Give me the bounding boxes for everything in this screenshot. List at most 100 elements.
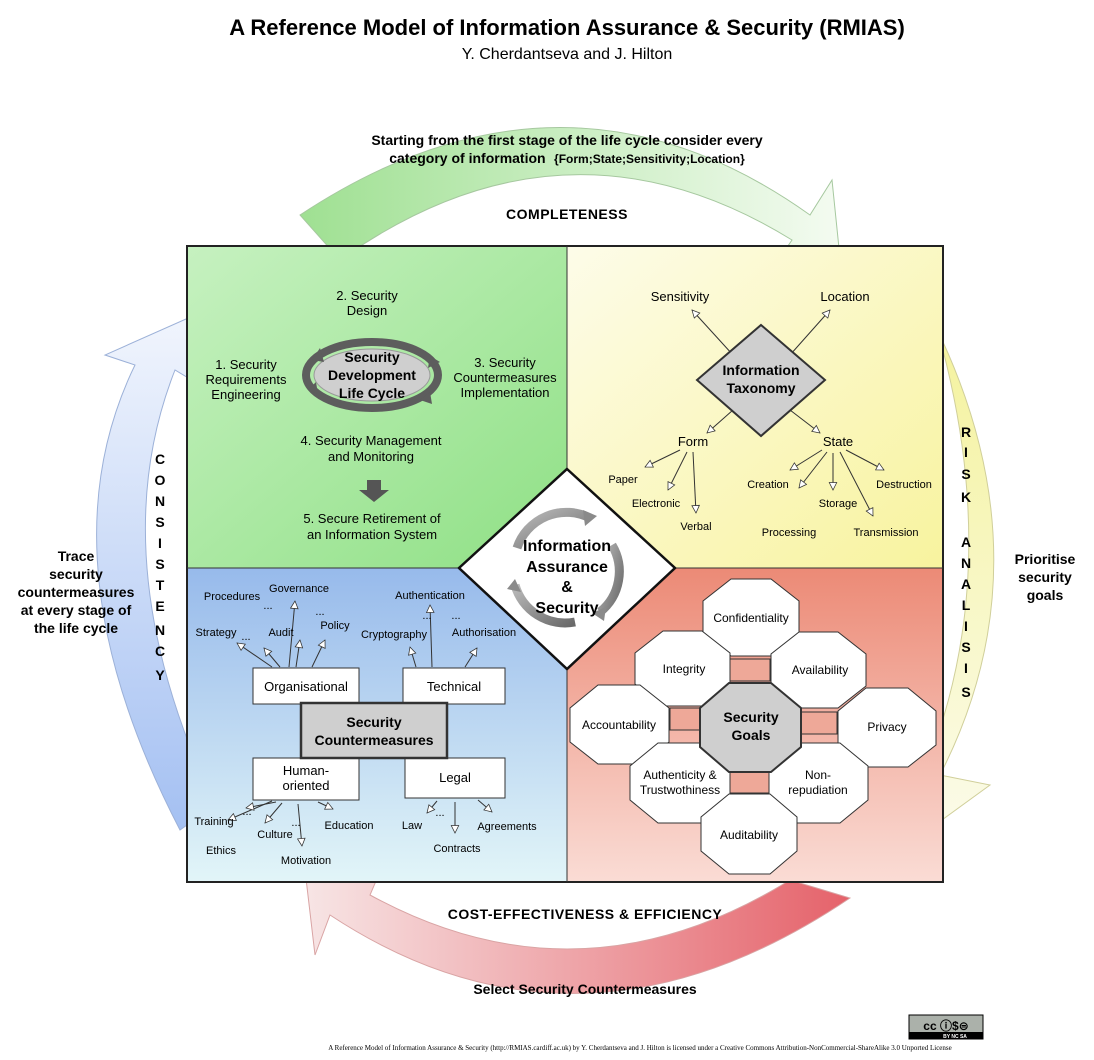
- svg-text:I: I: [158, 535, 162, 551]
- cm-policy: Policy: [320, 620, 350, 632]
- taxonomy-arrows: [645, 310, 884, 516]
- svg-text:Organisational: Organisational: [264, 679, 348, 694]
- svg-text:Requirements: Requirements: [206, 372, 287, 387]
- svg-text:N: N: [961, 555, 971, 571]
- taxonomy-state-processing: Processing: [762, 527, 816, 539]
- svg-text:Life Cycle: Life Cycle: [339, 385, 405, 401]
- goal-auditability: Auditability: [700, 793, 798, 875]
- cm-audit: Audit: [268, 627, 293, 639]
- taxonomy-state-storage: Storage: [819, 498, 858, 510]
- taxonomy-form-electronic: Electronic: [632, 498, 681, 510]
- completeness-arrow: [299, 127, 841, 273]
- cc-license-badge[interactable]: cc ⓘ$⊜ BY NC SA: [908, 1014, 984, 1040]
- completeness-caption-line1: Starting from the first stage of the lif…: [371, 132, 763, 148]
- svg-text:L: L: [962, 597, 971, 613]
- countermeasures-ellipses: ... ... ... ... ... ... ... ...: [241, 600, 460, 829]
- taxonomy-state-creation: Creation: [747, 479, 789, 491]
- svg-text:K: K: [961, 489, 971, 505]
- svg-text:1. Security: 1. Security: [215, 357, 277, 372]
- svg-text:I: I: [964, 660, 968, 676]
- cm-contracts: Contracts: [433, 843, 481, 855]
- cost-effectiveness-arrow: [304, 859, 852, 994]
- svg-text:...: ...: [315, 606, 324, 618]
- svg-text:E: E: [155, 598, 164, 614]
- taxonomy-center-node: Information Taxonomy: [695, 323, 827, 438]
- svg-text:C: C: [155, 643, 165, 659]
- diagram-title: A Reference Model of Information Assuran…: [229, 15, 905, 40]
- svg-text:...: ...: [451, 610, 460, 622]
- taxonomy-form: Form: [678, 434, 708, 449]
- svg-text:...: ...: [435, 807, 444, 819]
- svg-text:&: &: [561, 579, 573, 596]
- svg-text:O: O: [155, 472, 166, 488]
- svg-text:S: S: [155, 514, 164, 530]
- svg-text:the life cycle: the life cycle: [34, 620, 118, 636]
- svg-text:I: I: [964, 444, 968, 460]
- svg-text:...: ...: [291, 817, 300, 829]
- svg-text:2. Security: 2. Security: [336, 288, 398, 303]
- goal-non-repudiation: Non- repudiation: [768, 742, 869, 824]
- goal-privacy: Privacy: [837, 687, 937, 768]
- svg-text:Security: Security: [344, 349, 399, 365]
- cm-strategy: Strategy: [196, 627, 237, 639]
- taxonomy-form-paper: Paper: [608, 474, 638, 486]
- consistency-label: C O N S I S T E N C Y: [155, 451, 166, 683]
- svg-text:and Monitoring: and Monitoring: [328, 449, 414, 464]
- svg-text:Accountability: Accountability: [582, 718, 656, 732]
- svg-text:Design: Design: [347, 303, 387, 318]
- center-cycle-icon: [510, 507, 624, 628]
- svg-text:Countermeasures: Countermeasures: [453, 370, 557, 385]
- svg-text:S: S: [961, 684, 970, 700]
- legal-box: Legal: [404, 757, 506, 799]
- lifecycle-cycle-icon: [302, 338, 442, 412]
- lifecycle-center-label: Security Development Life Cycle: [328, 349, 416, 401]
- svg-text:3. Security: 3. Security: [474, 355, 536, 370]
- svg-text:Availability: Availability: [792, 663, 848, 677]
- cm-agreements: Agreements: [477, 821, 537, 833]
- svg-text:oriented: oriented: [283, 778, 330, 793]
- cost-effectiveness-caption: Select Security Countermeasures: [473, 981, 697, 997]
- technical-box: Technical: [402, 667, 506, 705]
- cm-authorisation: Authorisation: [452, 627, 516, 639]
- cm-cryptography: Cryptography: [361, 629, 428, 641]
- svg-text:Non-: Non-: [805, 768, 831, 782]
- svg-text:...: ...: [422, 610, 431, 622]
- svg-text:Security: Security: [723, 709, 778, 725]
- countermeasures-center-box: Security Countermeasures: [299, 701, 449, 760]
- svg-text:Technical: Technical: [427, 679, 481, 694]
- svg-text:Information: Information: [723, 362, 800, 378]
- svg-text:repudiation: repudiation: [788, 783, 847, 797]
- svg-text:Human-: Human-: [283, 763, 329, 778]
- svg-text:N: N: [155, 493, 165, 509]
- license-text: A Reference Model of Information Assuran…: [328, 1044, 952, 1052]
- svg-text:...: ...: [263, 600, 272, 612]
- svg-text:Engineering: Engineering: [211, 387, 280, 402]
- svg-text:goals: goals: [1027, 587, 1064, 603]
- taxonomy-sensitivity: Sensitivity: [651, 289, 710, 304]
- goal-accountability: Accountability: [569, 684, 670, 765]
- diagram-authors: Y. Cherdantseva and J. Hilton: [462, 46, 673, 63]
- svg-text:Y: Y: [155, 667, 165, 683]
- risk-analysis-caption: Prioritise security goals: [1015, 551, 1076, 603]
- taxonomy-location: Location: [820, 289, 869, 304]
- svg-text:Countermeasures: Countermeasures: [314, 732, 433, 748]
- human-oriented-box: Human- oriented: [252, 757, 360, 801]
- completeness-label: COMPLETENESS: [506, 206, 628, 222]
- svg-text:Goals: Goals: [732, 727, 771, 743]
- svg-text:cc ⓘ$⊜: cc ⓘ$⊜: [923, 1018, 968, 1033]
- goal-availability: Availability: [770, 631, 867, 709]
- svg-text:I: I: [964, 618, 968, 634]
- svg-text:R: R: [961, 424, 971, 440]
- svg-text:4. Security Management: 4. Security Management: [301, 433, 442, 448]
- svg-text:A: A: [961, 534, 971, 550]
- svg-text:Implementation: Implementation: [461, 385, 550, 400]
- lifecycle-stage-1: 1. Security Requirements Engineering: [206, 357, 287, 402]
- taxonomy-state: State: [823, 434, 853, 449]
- risk-analysis-label: R I S K A N A L I S I S: [961, 424, 971, 700]
- cm-procedures: Procedures: [204, 591, 261, 603]
- svg-text:an Information System: an Information System: [307, 527, 437, 542]
- svg-text:at every stage of: at every stage of: [21, 602, 132, 618]
- svg-text:S: S: [961, 466, 970, 482]
- consistency-caption: Trace security countermeasures at every …: [18, 548, 135, 636]
